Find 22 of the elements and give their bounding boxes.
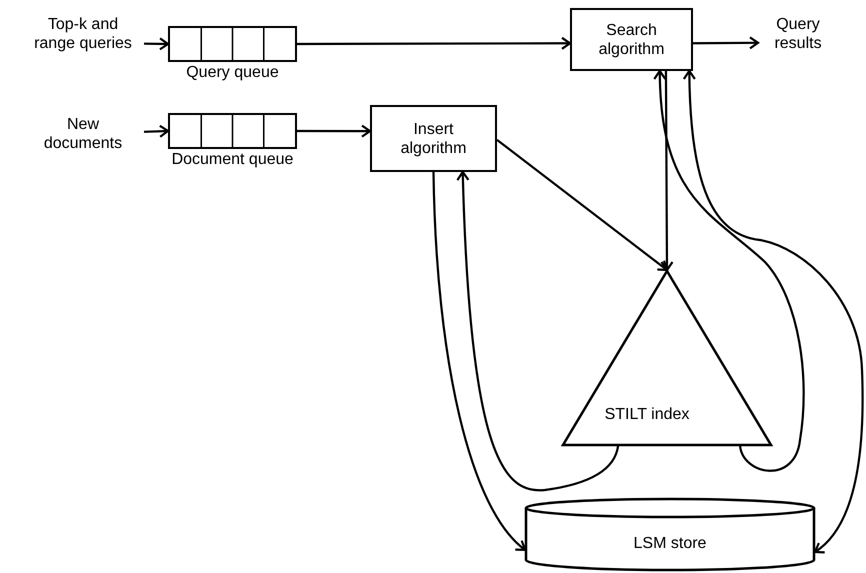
arrow xyxy=(660,71,674,272)
index-label: STILT index xyxy=(604,405,690,424)
arrow xyxy=(682,70,864,554)
queue-caption: Query queue xyxy=(185,63,280,82)
arrow xyxy=(496,138,668,272)
arrow xyxy=(144,124,170,138)
arrow xyxy=(144,37,170,50)
process-box: Search algorithm xyxy=(570,8,693,71)
process-box: Insert algorithm xyxy=(370,105,497,172)
input-label: Top-k and range queries xyxy=(22,12,144,56)
arrow xyxy=(654,70,805,472)
arrow xyxy=(297,124,372,138)
arrow xyxy=(297,36,572,50)
input-label: New documents xyxy=(22,112,144,156)
arrow xyxy=(432,172,526,551)
storage-cylinder xyxy=(525,498,815,570)
arrow xyxy=(693,36,760,50)
store-label: LSM store xyxy=(634,534,706,552)
output-label: Query results xyxy=(758,12,838,56)
arrow xyxy=(456,170,620,492)
queue-caption: Document queue xyxy=(170,150,294,169)
index-triangle xyxy=(562,270,772,446)
